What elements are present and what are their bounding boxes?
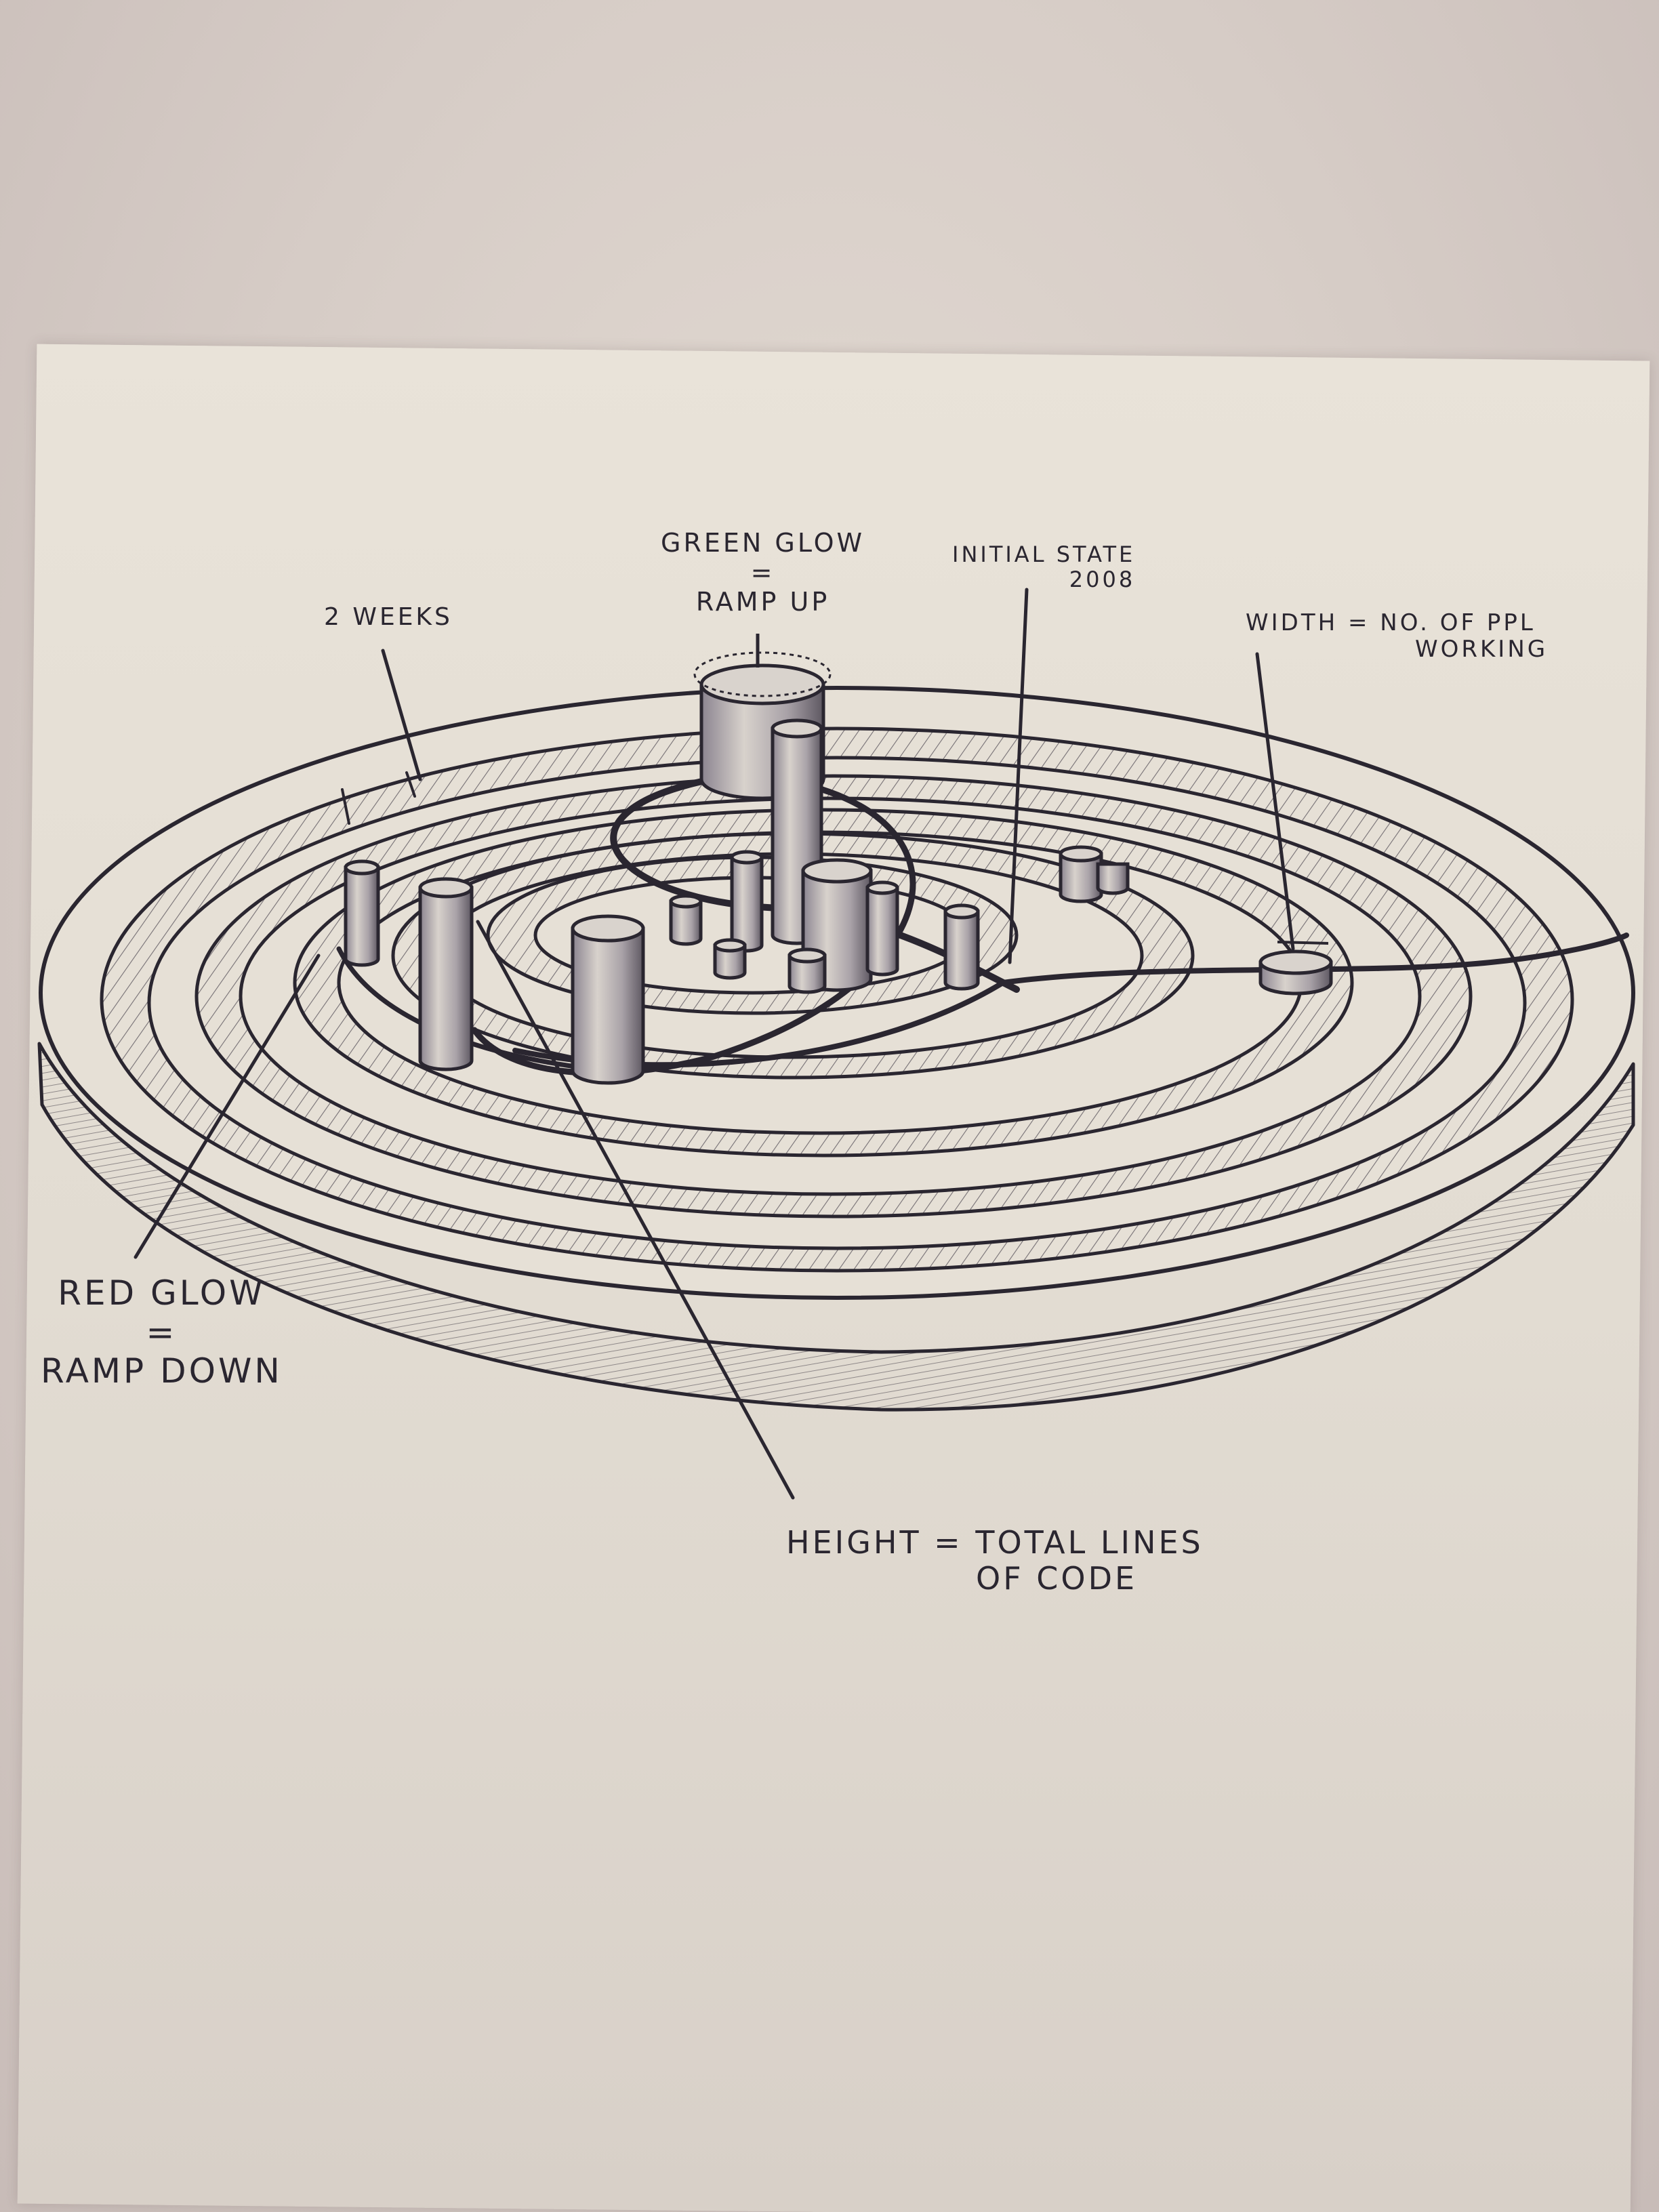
label-green-glow: GREEN GLOW = RAMP UP	[661, 529, 865, 617]
height-line1: HEIGHT = TOTAL LINES	[786, 1525, 1204, 1561]
height-line2: OF CODE	[786, 1561, 1204, 1597]
cylinder-ramp-down	[420, 879, 472, 1069]
red-glow-line1: RED GLOW	[41, 1274, 283, 1313]
cylinder-stub-1	[671, 896, 701, 944]
cylinder-large-front	[573, 916, 643, 1083]
red-glow-line3: RAMP DOWN	[41, 1352, 283, 1391]
cylinder-stub-3	[790, 949, 825, 992]
cylinder-small-inner	[732, 852, 762, 951]
label-width: WIDTH = NO. OF PPL WORKING	[1246, 610, 1548, 663]
cylinder-right-edge	[945, 905, 978, 989]
green-glow-line1: GREEN GLOW	[661, 529, 865, 558]
initial-state-line1: INITIAL STATE	[952, 542, 1135, 567]
initial-state-line2: 2008	[952, 567, 1135, 592]
label-height: HEIGHT = TOTAL LINES OF CODE	[786, 1525, 1204, 1597]
green-glow-line3: RAMP UP	[661, 588, 865, 617]
cylinder-slim-right	[867, 882, 897, 975]
label-red-glow: RED GLOW = RAMP DOWN	[41, 1274, 283, 1391]
width-line2: WORKING	[1246, 636, 1548, 663]
green-glow-line2: =	[661, 558, 865, 588]
cylinder-far-left	[346, 861, 378, 965]
label-two-weeks: 2 WEEKS	[324, 603, 453, 631]
cylinder-stub-2	[715, 940, 745, 978]
label-initial-state: INITIAL STATE 2008	[952, 542, 1135, 592]
red-glow-line2: =	[41, 1313, 283, 1353]
width-line1: WIDTH = NO. OF PPL	[1246, 610, 1548, 636]
